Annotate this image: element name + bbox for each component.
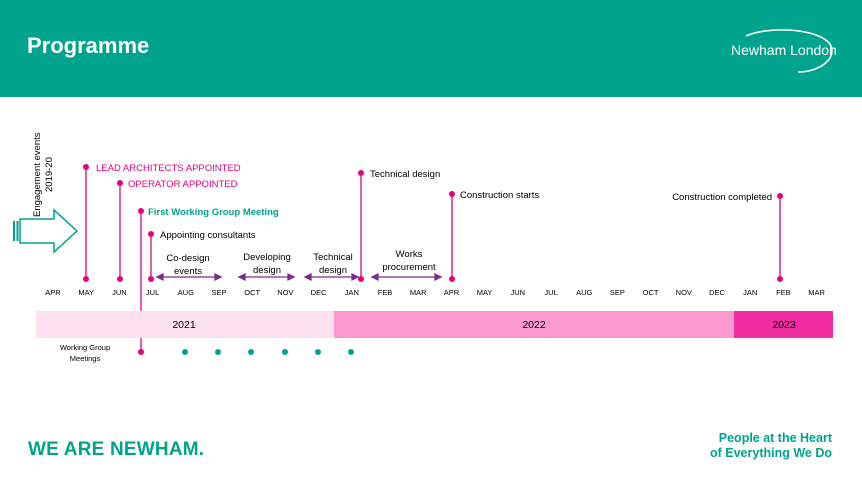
dot-lead-architects-bottom xyxy=(83,276,89,282)
programme-timeline: Engagement events 2019-20 LEAD ARCHITECT… xyxy=(13,132,833,363)
working-group-label-line1: Working Group xyxy=(60,343,110,352)
working-group-dot xyxy=(282,349,288,355)
month-label: JAN xyxy=(743,288,757,297)
month-label: OCT xyxy=(643,288,659,297)
year-band-2023 xyxy=(734,311,833,338)
month-label: FEB xyxy=(378,288,393,297)
dot-construction-completed-top xyxy=(777,193,783,199)
working-group-dot xyxy=(348,349,354,355)
phase-co-design-line2: events xyxy=(174,266,202,277)
arrow-co-design xyxy=(155,272,223,282)
year-band-2021 xyxy=(36,311,334,338)
engagement-arrow-icon xyxy=(13,208,79,254)
month-label: JUN xyxy=(112,288,127,297)
dot-operator-bottom xyxy=(117,276,123,282)
milestone-stems xyxy=(83,164,783,355)
milestone-label-first-working-group: First Working Group Meeting xyxy=(148,207,279,218)
dot-construction-starts-bottom xyxy=(449,276,455,282)
working-group-dot xyxy=(182,349,188,355)
milestone-label-construction-completed: Construction completed xyxy=(672,192,772,203)
year-label-2021: 2021 xyxy=(172,319,196,331)
month-label: NOV xyxy=(277,288,293,297)
footer-slogan: WE ARE NEWHAM. xyxy=(28,439,205,460)
milestone-label-technical-design: Technical design xyxy=(370,169,440,180)
working-group-dot xyxy=(248,349,254,355)
side-label-line2: 2019-20 xyxy=(44,157,55,192)
phase-works-line1: Works xyxy=(396,249,423,260)
working-group-dot xyxy=(215,349,221,355)
arrow-works-procurement xyxy=(370,272,443,282)
dot-operator-top xyxy=(117,180,123,186)
month-label: JAN xyxy=(345,288,359,297)
milestone-label-appointing-consultants: Appointing consultants xyxy=(160,230,256,241)
year-band-2022 xyxy=(334,311,734,338)
month-label: MAR xyxy=(808,288,825,297)
month-label: AUG xyxy=(178,288,194,297)
header-bar: Programme Newham London xyxy=(0,0,862,97)
year-label-2023: 2023 xyxy=(772,319,796,331)
year-label-2022: 2022 xyxy=(522,319,546,331)
dot-appointing-consultants-bottom xyxy=(148,276,154,282)
dot-first-working-group-top xyxy=(138,208,144,214)
phase-co-design-line1: Co-design xyxy=(166,253,209,264)
month-label: SEP xyxy=(211,288,226,297)
month-label: MAY xyxy=(477,288,493,297)
month-label: FEB xyxy=(776,288,791,297)
phase-arrows xyxy=(155,272,443,282)
working-group-dot xyxy=(315,349,321,355)
dot-construction-starts-top xyxy=(449,191,455,197)
month-label: NOV xyxy=(676,288,692,297)
milestone-label-operator: OPERATOR APPOINTED xyxy=(128,179,238,190)
dot-technical-design-top xyxy=(358,170,364,176)
dot-construction-completed-bottom xyxy=(777,276,783,282)
month-label: DEC xyxy=(311,288,327,297)
dot-first-working-group-bottom xyxy=(138,349,144,355)
side-label-line1: Engagement events xyxy=(32,132,43,217)
footer-tagline: People at the Heart of Everything We Do xyxy=(710,431,832,461)
month-label: OCT xyxy=(244,288,260,297)
phase-works-line2: procurement xyxy=(382,262,436,273)
phase-developing-line1: Developing xyxy=(243,252,291,263)
phase-developing-line2: design xyxy=(253,265,281,276)
dot-technical-design-bottom xyxy=(358,276,364,282)
page-title: Programme xyxy=(27,33,150,58)
footer-tagline-line2: of Everything We Do xyxy=(709,446,832,460)
phase-technical-line2: design xyxy=(319,265,347,276)
dot-appointing-consultants-top xyxy=(148,231,154,237)
month-label: DEC xyxy=(709,288,725,297)
month-label: SEP xyxy=(610,288,625,297)
month-label: JUL xyxy=(146,288,159,297)
milestone-label-lead-architects: LEAD ARCHITECTS APPOINTED xyxy=(96,163,241,174)
brand-logo: Newham London xyxy=(731,42,837,58)
month-label: JUN xyxy=(511,288,526,297)
month-axis: APR MAY JUN JUL AUG SEP OCT NOV DEC JAN FEB MAR APR M… xyxy=(45,288,825,297)
month-label: APR xyxy=(444,288,460,297)
working-group-label-line2: Meetings xyxy=(70,354,101,363)
month-label: JUL xyxy=(544,288,557,297)
footer-tagline-line1: People at the Heart xyxy=(718,431,832,445)
month-label: MAY xyxy=(78,288,94,297)
arrow-developing-design xyxy=(237,272,296,282)
milestone-label-construction-starts: Construction starts xyxy=(460,190,539,201)
brand-swoosh-icon xyxy=(745,29,833,73)
dot-lead-architects-top xyxy=(83,164,89,170)
phase-technical-line1: Technical xyxy=(313,252,353,263)
month-label: MAR xyxy=(410,288,427,297)
month-label: APR xyxy=(45,288,61,297)
month-label: AUG xyxy=(576,288,592,297)
working-group-dots xyxy=(182,349,354,355)
arrow-technical-design xyxy=(303,272,360,282)
